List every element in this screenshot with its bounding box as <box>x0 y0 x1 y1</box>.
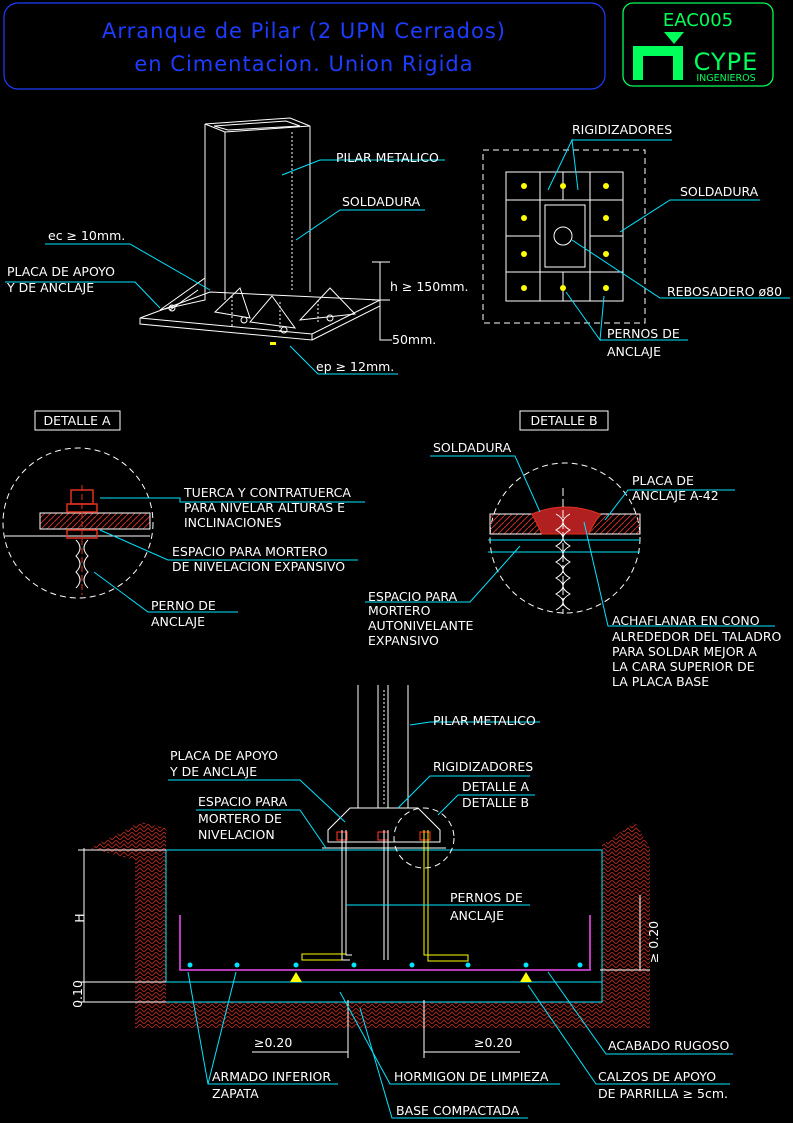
section-label-acabado: ACABADO RUGOSO <box>608 1038 729 1053</box>
detail-a-label-espacio-1: ESPACIO PARA MORTERO <box>172 544 328 559</box>
section-dim-020-vertical: ≥ 0.20 <box>646 921 661 963</box>
plan-label-pernos-1: PERNOS DE <box>607 326 680 341</box>
detail-b-label-achaflanar-5: LA PLACA BASE <box>612 674 709 689</box>
section-label-espacio-1: ESPACIO PARA <box>198 794 288 809</box>
detail-b-label-achaflanar-2: ALREDEDOR DEL TALADRO <box>612 629 782 644</box>
section-label-placa-1: PLACA DE APOYO <box>170 748 278 763</box>
detail-b-label-achaflanar-1: ACHAFLANAR EN CONO <box>612 613 760 628</box>
detail-b-label-achaflanar-4: LA CARA SUPERIOR DE <box>612 659 755 674</box>
section-label-detalle-b: DETALLE B <box>462 795 529 810</box>
logo-leg-left <box>633 56 643 80</box>
section-label-espacio-3: NIVELACION <box>198 827 275 842</box>
detail-b: DETALLE B SOLDADURA PLACA DE ANCLAJE A-4… <box>365 410 782 689</box>
iso-label-ec: ec ≥ 10mm. <box>48 228 125 243</box>
section-label-hormigon: HORMIGON DE LIMPIEZA <box>394 1069 549 1084</box>
detail-b-label-soldadura: SOLDADURA <box>433 440 512 455</box>
section-dim-020-b: ≥0.20 <box>474 1035 512 1050</box>
title-line-2: en Cimentacion. Union Rigida <box>134 52 473 76</box>
detail-b-label-espacio-2: MORTERO <box>368 603 431 618</box>
section-label-pernos-2: ANCLAJE <box>450 908 504 923</box>
iso-label-placa-1: PLACA DE APOYO <box>7 264 115 279</box>
detail-a-label-perno-1: PERNO DE <box>151 598 216 613</box>
logo-code: EAC005 <box>663 10 733 31</box>
detail-b-label-placa-1: PLACA DE <box>632 473 694 488</box>
iso-label-placa-2: Y DE ANCLAJE <box>6 280 94 295</box>
plan-label-rigidizadores: RIGIDIZADORES <box>572 122 672 137</box>
section-dim-010: 0.10 <box>70 980 85 1008</box>
detail-b-title: DETALLE B <box>530 413 597 428</box>
section-dim-020-a: ≥0.20 <box>254 1035 292 1050</box>
section-label-detalle-a: DETALLE A <box>462 779 530 794</box>
plan-label-pernos-2: ANCLAJE <box>607 344 661 359</box>
logo-sub: INGENIEROS <box>696 73 755 84</box>
logo-bar <box>633 46 683 56</box>
section-label-pilar: PILAR METALICO <box>433 713 536 728</box>
detail-b-label-placa-2: ANCLAJE A-42 <box>632 488 719 503</box>
section-label-base: BASE COMPACTADA <box>396 1103 520 1118</box>
section-dim-h: H <box>72 913 87 922</box>
detail-a-label-perno-2: ANCLAJE <box>151 614 205 629</box>
section-label-rigidizadores: RIGIDIZADORES <box>433 759 533 774</box>
detail-a-label-tuerca-2: PARA NIVELAR ALTURAS E <box>184 500 345 515</box>
detail-a: DETALLE A TUERCA Y CONTRATUERCA PARA NIV… <box>2 410 365 629</box>
section-label-espacio-2: MORTERO DE <box>198 811 282 826</box>
plan-label-rebosadero: REBOSADERO ø80 <box>667 284 782 299</box>
detail-a-label-tuerca-1: TUERCA Y CONTRATUERCA <box>183 485 351 500</box>
iso-label-50mm: 50mm. <box>392 332 436 347</box>
logo-leg-right <box>673 56 683 80</box>
section-label-calzos-1: CALZOS DE APOYO <box>598 1069 716 1084</box>
detail-a-label-tuerca-3: INCLINACIONES <box>184 515 282 530</box>
section-label-calzos-2: DE PARRILLA ≥ 5cm. <box>598 1086 728 1101</box>
plan-label-soldadura: SOLDADURA <box>680 184 759 199</box>
iso-label-ep: ep ≥ 12mm. <box>316 359 394 374</box>
cype-logo: EAC005 CYPE INGENIEROS <box>622 2 774 87</box>
detail-b-label-achaflanar-3: PARA SOLDAR MEJOR A <box>612 644 757 659</box>
logo-triangle-icon <box>664 32 684 44</box>
plan-view: RIGIDIZADORES SOLDADURA REBOSADERO ø80 P… <box>482 122 790 359</box>
section-label-pernos-1: PERNOS DE <box>450 890 523 905</box>
detail-b-label-espacio-1: ESPACIO PARA <box>368 589 458 604</box>
title-frame <box>3 2 606 90</box>
section-label-placa-2: Y DE ANCLAJE <box>169 764 257 779</box>
detail-b-label-espacio-4: EXPANSIVO <box>368 633 439 648</box>
title-line-1: Arranque de Pilar (2 UPN Cerrados) <box>102 19 506 43</box>
iso-label-soldadura: SOLDADURA <box>342 194 421 209</box>
section-label-armado-1: ARMADO INFERIOR <box>212 1069 331 1084</box>
detail-a-title: DETALLE A <box>43 413 111 428</box>
logo-brand: CYPE <box>694 48 759 76</box>
iso-label-h: h ≥ 150mm. <box>390 279 469 294</box>
detail-a-label-espacio-2: DE NIVELACION EXPANSIVO <box>172 559 345 574</box>
isometric-view: PILAR METALICO SOLDADURA ec ≥ 10mm. PLAC… <box>5 117 469 375</box>
detail-b-label-espacio-3: AUTONIVELANTE <box>368 618 473 633</box>
section-view: H 0.10 ≥ 0.20 ≥0.20 ≥0.20 PILAR METALICO… <box>70 685 733 1119</box>
iso-label-pilar: PILAR METALICO <box>336 150 439 165</box>
logo-frame <box>622 2 774 87</box>
title-block: Arranque de Pilar (2 UPN Cerrados) en Ci… <box>3 2 606 90</box>
section-label-armado-2: ZAPATA <box>212 1086 259 1101</box>
